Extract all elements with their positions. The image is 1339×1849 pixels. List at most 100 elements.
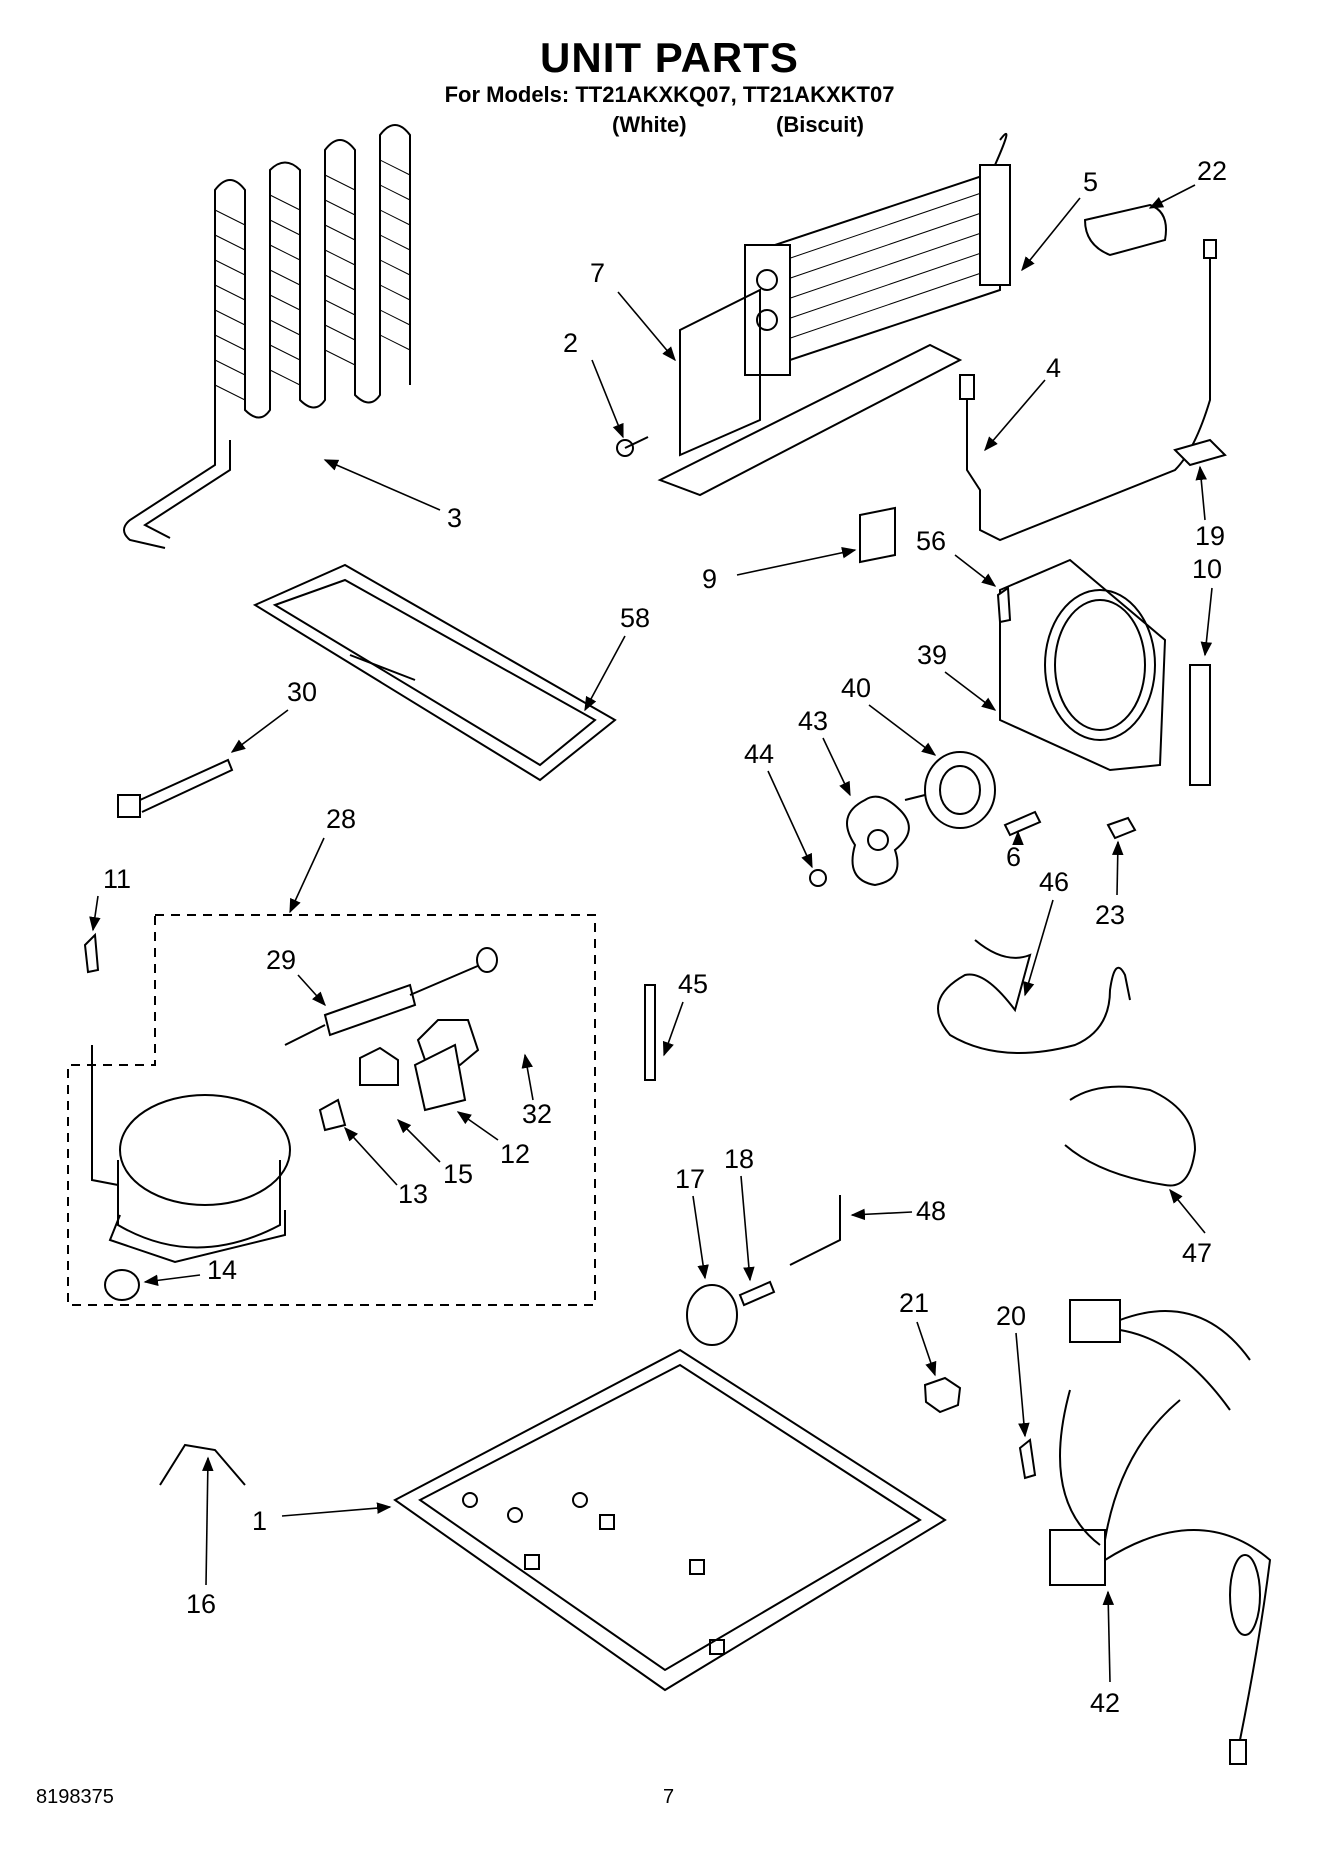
callout-11: 11 [89, 864, 131, 932]
callout-43-label: 43 [798, 706, 828, 736]
callout-18-label: 18 [724, 1144, 754, 1174]
tube-48-part [789, 1195, 841, 1266]
callout-10: 10 [1192, 554, 1222, 657]
callout-18: 18 [724, 1144, 755, 1282]
condenser-coil-part [123, 124, 411, 549]
callout-47-label: 47 [1182, 1238, 1212, 1268]
callout-14-label: 14 [207, 1255, 237, 1285]
callout-44: 44 [744, 739, 813, 869]
callout-4-label: 4 [1046, 353, 1061, 383]
callout-20: 20 [996, 1301, 1030, 1438]
callout-45: 45 [662, 969, 708, 1057]
callout-1-label: 1 [252, 1506, 267, 1536]
screw-11-part [83, 932, 100, 974]
clip-16-part [159, 1443, 246, 1486]
callout-42: 42 [1090, 1590, 1120, 1718]
drain-pan-part [252, 563, 617, 782]
callout-21-label: 21 [899, 1288, 929, 1318]
callout-13: 13 [344, 1126, 428, 1209]
callout-20-label: 20 [996, 1301, 1026, 1331]
start-device-part [413, 1043, 467, 1112]
callout-30-label: 30 [287, 677, 317, 707]
callout-22-label: 22 [1197, 156, 1227, 186]
callout-15-label: 15 [443, 1159, 473, 1189]
callout-3: 3 [323, 459, 462, 533]
callout-32-label: 32 [522, 1099, 552, 1129]
cable-tie-part [117, 758, 234, 818]
callout-23-label: 23 [1095, 900, 1125, 930]
callout-23: 23 [1095, 840, 1125, 930]
fan-shroud-part [999, 558, 1167, 772]
callout-19-label: 19 [1195, 521, 1225, 551]
callout-21: 21 [899, 1288, 937, 1377]
callout-14: 14 [143, 1255, 237, 1287]
callout-44-label: 44 [744, 739, 774, 769]
variant-white: (White) [612, 112, 687, 137]
callout-1: 1 [252, 1502, 392, 1536]
callout-19: 19 [1195, 465, 1225, 551]
callout-2: 2 [563, 328, 624, 439]
callout-56-label: 56 [916, 526, 946, 556]
callout-9: 9 [702, 547, 857, 594]
callout-58: 58 [584, 603, 650, 712]
callout-40-label: 40 [841, 673, 871, 703]
base-frame-part [393, 1348, 947, 1692]
callout-40: 40 [841, 673, 937, 756]
callout-17: 17 [675, 1164, 709, 1280]
page-number: 7 [663, 1786, 675, 1808]
wire-harness-part [1049, 1299, 1272, 1765]
callout-7: 7 [590, 258, 676, 362]
callout-42-label: 42 [1090, 1688, 1120, 1718]
callout-2-label: 2 [563, 328, 578, 358]
callout-30: 30 [230, 677, 317, 753]
callout-16: 16 [186, 1456, 216, 1619]
callout-10-label: 10 [1192, 554, 1222, 584]
callout-43: 43 [798, 706, 851, 797]
fan-motor-part [904, 751, 996, 829]
callout-28-label: 28 [326, 804, 356, 834]
callout-45-label: 45 [678, 969, 708, 999]
callout-9-label: 9 [702, 564, 717, 594]
page-title: UNIT PARTS [540, 34, 799, 81]
callout-22: 22 [1148, 156, 1227, 209]
callout-29-label: 29 [266, 945, 296, 975]
bracket-part [859, 506, 896, 564]
callout-58-label: 58 [620, 603, 650, 633]
axle-part [738, 1280, 776, 1307]
strip-part [1189, 664, 1211, 786]
callout-48: 48 [850, 1196, 946, 1226]
callout-28: 28 [289, 804, 356, 914]
callout-46: 46 [1023, 867, 1069, 997]
relay-part [359, 1046, 399, 1086]
screw-6-part [1003, 810, 1042, 837]
callout-12: 12 [456, 1111, 530, 1169]
pin-part [644, 984, 656, 1081]
callout-4: 4 [984, 353, 1061, 452]
callout-56: 56 [916, 526, 997, 587]
evaporator-part [616, 133, 1011, 497]
cap-part [1083, 203, 1167, 257]
grommet-14-part [104, 1269, 140, 1301]
callout-46-label: 46 [1039, 867, 1069, 897]
callout-39-label: 39 [917, 640, 947, 670]
compressor-kit-outline [67, 914, 596, 1306]
grommet-part [1106, 816, 1137, 840]
callout-39: 39 [917, 640, 997, 711]
callout-6-label: 6 [1006, 842, 1021, 872]
callout-5-label: 5 [1083, 167, 1098, 197]
variant-biscuit: (Biscuit) [776, 112, 864, 137]
model-numbers: For Models: TT21AKXKQ07, TT21AKXKT07 [444, 82, 895, 107]
screw-20-part [1018, 1438, 1037, 1480]
clip-small-part [809, 869, 827, 887]
callout-17-label: 17 [675, 1164, 705, 1194]
tube-46-part [937, 939, 1131, 1054]
callout-47: 47 [1169, 1188, 1212, 1268]
document-number: 8198375 [36, 1786, 114, 1808]
callout-29: 29 [266, 945, 326, 1007]
tube-47-part [1064, 1085, 1197, 1187]
callout-11-label: 11 [103, 864, 131, 894]
callout-13-label: 13 [398, 1179, 428, 1209]
callout-6: 6 [1006, 830, 1024, 872]
callout-3-label: 3 [447, 503, 462, 533]
